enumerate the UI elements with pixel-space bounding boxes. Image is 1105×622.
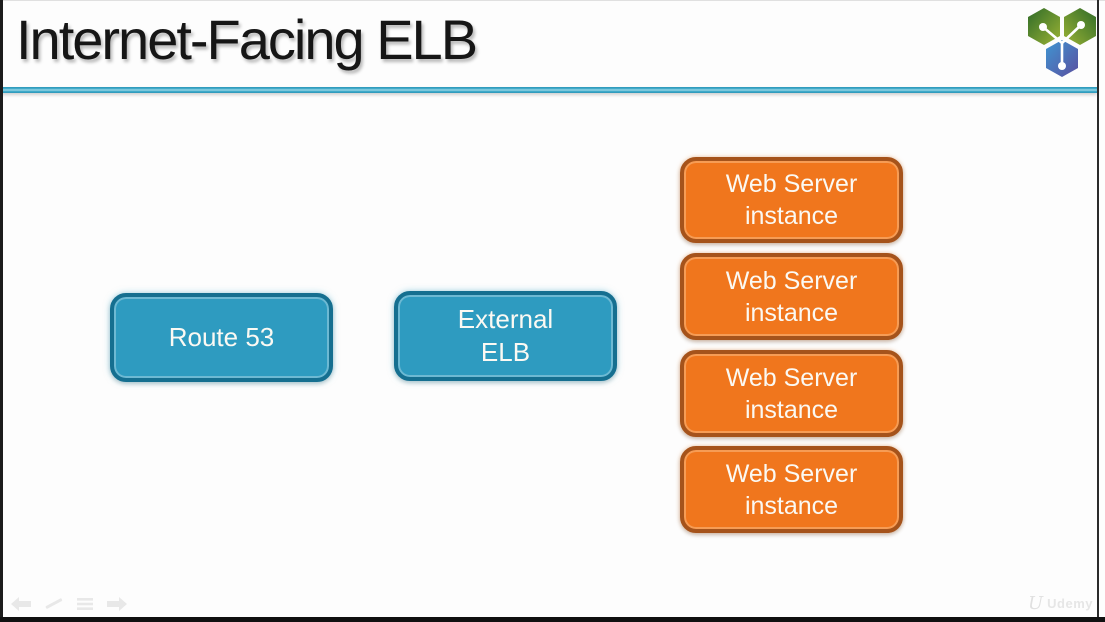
node-external-elb: External ELB: [394, 291, 617, 381]
node-web-server-1: Web Server instance: [680, 157, 903, 243]
page-title: Internet-Facing ELB: [16, 8, 478, 71]
hexagon-network-logo: [1028, 8, 1096, 77]
frame-border-left: [0, 0, 3, 622]
frame-border-right: [1097, 0, 1099, 622]
node-web-server-2-label: Web Server instance: [725, 266, 858, 327]
header-divider-line: [0, 87, 1097, 93]
node-route53-label: Route 53: [168, 322, 275, 352]
forward-arrow-icon[interactable]: [106, 596, 128, 612]
back-arrow-icon[interactable]: [10, 596, 32, 612]
frame-border-top: [0, 0, 1105, 1]
udemy-logo-icon: U: [1027, 593, 1044, 614]
frame-border-bottom: [0, 617, 1105, 622]
player-controls: [10, 596, 128, 612]
node-web-server-3-label: Web Server instance: [725, 363, 858, 424]
pencil-icon[interactable]: [42, 596, 64, 612]
node-web-server-2: Web Server instance: [680, 253, 903, 340]
node-web-server-3: Web Server instance: [680, 350, 903, 437]
node-external-elb-label: External ELB: [457, 304, 554, 367]
node-web-server-1-label: Web Server instance: [725, 170, 858, 230]
udemy-watermark: U Udemy: [1028, 593, 1093, 614]
menu-icon[interactable]: [74, 596, 96, 612]
node-web-server-4-label: Web Server instance: [725, 459, 858, 520]
node-route53: Route 53: [110, 293, 333, 382]
node-web-server-4: Web Server instance: [680, 446, 903, 533]
udemy-watermark-text: Udemy: [1047, 596, 1093, 611]
